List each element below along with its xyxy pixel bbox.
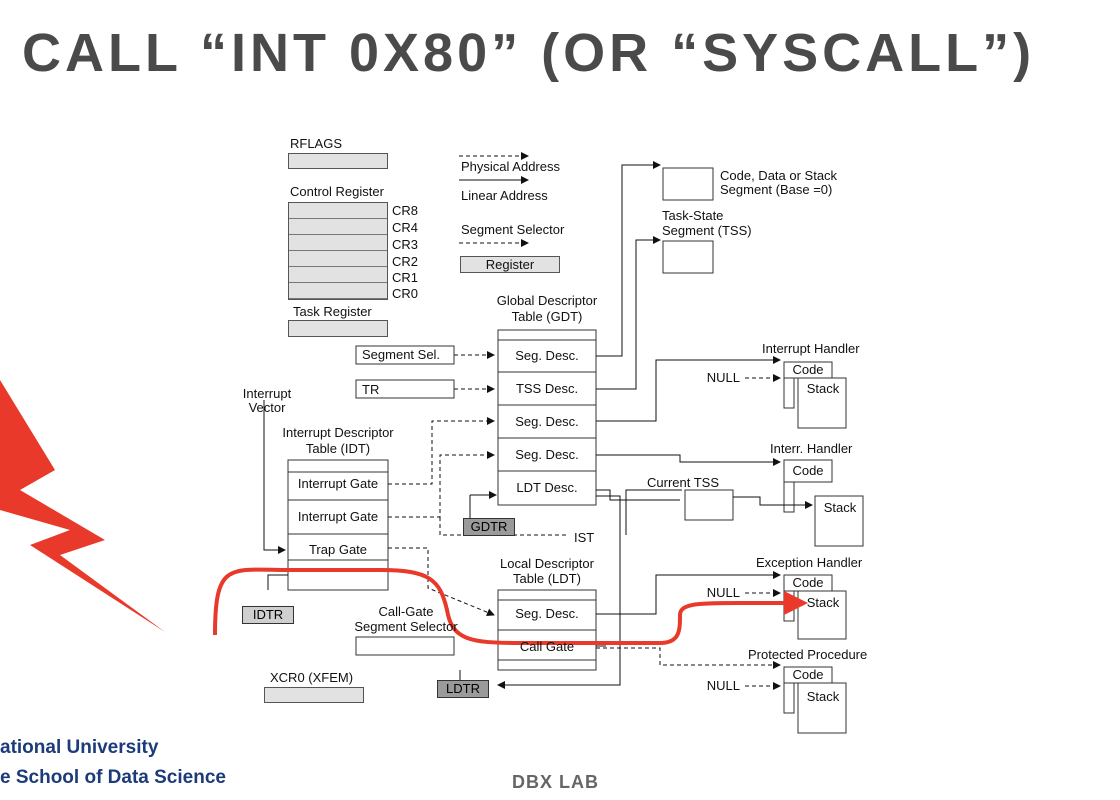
cr0-label: CR0 <box>392 286 419 301</box>
control-register-label: Control Register <box>290 184 384 199</box>
legend-physical-address: Physical Address <box>461 159 560 174</box>
protected-procedure-label: Protected Procedure <box>748 647 868 662</box>
ldt-title-line2: Table (LDT) <box>513 571 581 586</box>
ist-label: IST <box>574 530 595 545</box>
stack-label: Stack <box>806 381 840 396</box>
gdt-table <box>497 329 597 506</box>
idt-title-line1: Interrupt Descriptor <box>282 425 394 440</box>
legend-segment-selector: Segment Selector <box>461 222 565 237</box>
ldt-title-line1: Local Descriptor <box>500 556 594 571</box>
cr2-label: CR2 <box>392 254 419 269</box>
null-label: NULL <box>706 370 740 385</box>
code-data-stack-line2: Segment (Base =0) <box>720 182 833 197</box>
lab-name: DBX LAB <box>512 772 599 792</box>
tss-line2: Segment (TSS) <box>662 223 752 238</box>
call-gate-selector-line1: Call-Gate <box>378 604 434 619</box>
cr3-label: CR3 <box>392 237 419 252</box>
tss-line1: Task-State <box>662 208 724 223</box>
gdt-row: Seg. Desc. <box>515 348 579 363</box>
gdt-title-line2: Table (GDT) <box>511 309 583 324</box>
interrupt-vector-line2: Vector <box>248 400 286 415</box>
university-logo-text: ational University e School of Data Scie… <box>0 733 226 793</box>
code-data-stack-line1: Code, Data or Stack <box>720 168 838 183</box>
gdtr-box: GDTR <box>463 518 515 536</box>
xcr0-box <box>264 687 364 703</box>
rflags-box <box>288 153 388 169</box>
idt-title-line2: Table (IDT) <box>305 441 371 456</box>
current-tss-label: Current TSS <box>647 475 720 490</box>
control-register-box <box>288 202 388 300</box>
gdt-row: TSS Desc. <box>515 381 579 396</box>
call-gate-selector-box <box>355 636 455 656</box>
code-data-stack-box <box>662 167 714 201</box>
gdt-row: Seg. Desc. <box>515 414 579 429</box>
ldt-row: Seg. Desc. <box>515 606 579 621</box>
annotation-path <box>213 567 808 645</box>
null-label: NULL <box>706 678 740 693</box>
task-register-label: Task Register <box>293 304 372 319</box>
cr1-label: CR1 <box>392 270 419 285</box>
legend-register: Register <box>485 257 535 272</box>
interr-handler-label: Interr. Handler <box>770 441 853 456</box>
stack-label: Stack <box>806 595 840 610</box>
segment-sel-label: Segment Sel. <box>362 347 441 362</box>
code-label: Code <box>792 463 824 478</box>
null-label: NULL <box>706 585 740 600</box>
task-register-box <box>288 320 388 337</box>
code-label: Code <box>792 667 824 682</box>
tr-label: TR <box>362 382 380 397</box>
interrupt-vector-line1: Interrupt <box>242 386 292 401</box>
code-label: Code <box>792 362 824 377</box>
lightning-bolt-icon <box>0 380 165 632</box>
xcr0-label: XCR0 (XFEM) <box>270 670 354 685</box>
ldt-table <box>497 589 597 671</box>
register-legend-box <box>460 256 560 273</box>
ldtr-box: LDTR <box>437 680 489 698</box>
legend-linear-address: Linear Address <box>461 188 548 203</box>
cr8-label: CR8 <box>392 203 419 218</box>
idt-row: Trap Gate <box>308 542 368 557</box>
call-gate-selector-line2: Segment Selector <box>354 619 458 634</box>
stack-label: Stack <box>823 500 857 515</box>
rflags-label: RFLAGS <box>290 136 343 151</box>
university-line2: e School of Data Science <box>0 767 226 788</box>
university-line1: ational University <box>0 737 159 758</box>
code-label: Code <box>792 575 824 590</box>
exception-handler-label: Exception Handler <box>756 555 863 570</box>
interrupt-handler-label: Interrupt Handler <box>762 341 860 356</box>
idt-table <box>287 459 389 591</box>
current-tss-box <box>684 489 734 521</box>
idtr-box: IDTR <box>242 606 294 624</box>
idt-row: Interrupt Gate <box>297 509 379 524</box>
gdt-row: Seg. Desc. <box>515 447 579 462</box>
idt-row: Interrupt Gate <box>297 476 379 491</box>
slide-title: CALL “INT 0X80” (OR “SYSCALL”) <box>22 23 1036 83</box>
tss-box <box>662 240 714 274</box>
stack-label: Stack <box>806 689 840 704</box>
cr4-label: CR4 <box>392 220 419 235</box>
gdt-row: LDT Desc. <box>516 480 578 495</box>
ldt-row: Call Gate <box>519 639 575 654</box>
gdt-title-line1: Global Descriptor <box>496 293 598 308</box>
